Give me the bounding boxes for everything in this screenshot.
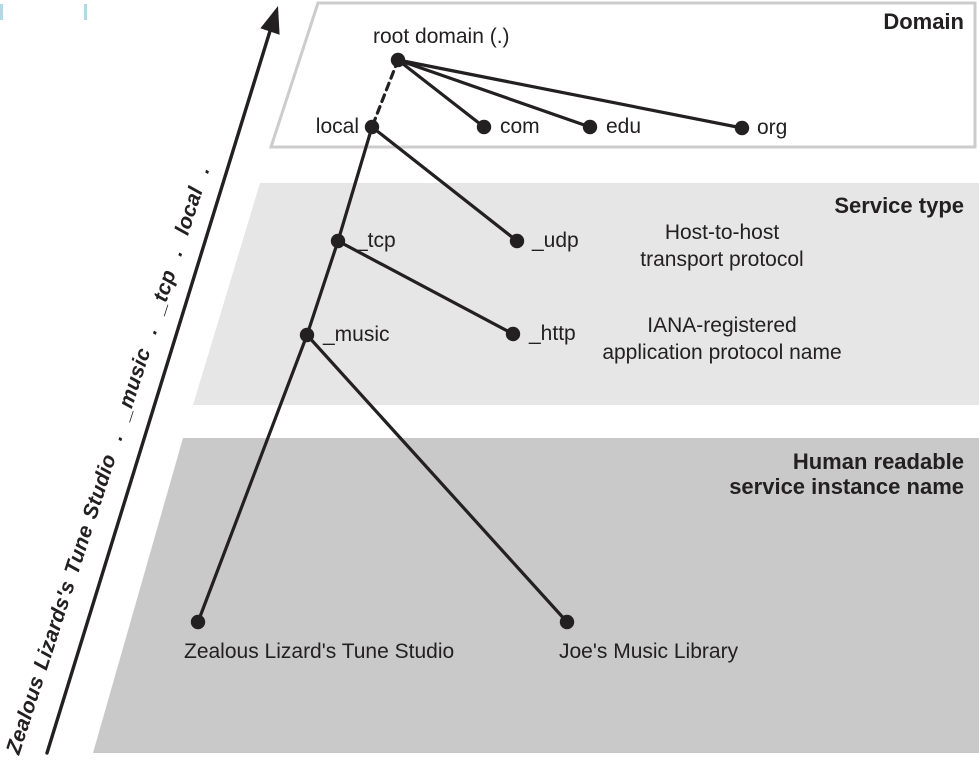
band-title-instance-line1: Human readable bbox=[792, 449, 964, 474]
edge-root-com bbox=[396, 58, 486, 129]
node-label-tcp: _tcp bbox=[356, 229, 396, 252]
node-dot-edu bbox=[582, 119, 598, 135]
axis-arrowhead-icon bbox=[260, 6, 280, 35]
service-type-band bbox=[193, 183, 979, 405]
node-label-local: local bbox=[315, 115, 359, 138]
annotation-iana-protocol: IANA-registered application protocol nam… bbox=[572, 312, 872, 366]
tree-edges bbox=[196, 58, 744, 624]
annotation-transport-protocol: Host-to-host transport protocol bbox=[572, 219, 872, 273]
edge-root-edu bbox=[396, 58, 592, 129]
node-label-com: com bbox=[500, 115, 540, 138]
edge-local-tcp bbox=[336, 125, 374, 243]
node-dot-zealous bbox=[190, 614, 206, 630]
annotation-transport-line1: Host-to-host bbox=[664, 221, 780, 244]
annotation-iana-line2: application protocol name bbox=[602, 341, 842, 364]
node-dot-tcp bbox=[330, 233, 346, 249]
node-label-http: _http bbox=[529, 322, 576, 345]
band-title-domain: Domain bbox=[883, 9, 964, 34]
tick-mark-left bbox=[0, 4, 3, 20]
scan-tick-marks bbox=[0, 4, 87, 20]
node-label-udp: _udp bbox=[532, 229, 579, 252]
node-label-music: _music bbox=[323, 323, 390, 346]
instance-name-band bbox=[93, 438, 979, 753]
axis-arrow bbox=[45, 6, 280, 755]
edge-music-zealous bbox=[196, 333, 309, 624]
edge-root-org bbox=[396, 58, 744, 130]
annotation-iana-line1: IANA-registered bbox=[647, 314, 797, 337]
edge-music-joes bbox=[305, 333, 569, 624]
band-title-instance-line2: service instance name bbox=[729, 474, 964, 499]
axis-arrow-shaft bbox=[45, 29, 272, 755]
band-title-instance: Human readable service instance name bbox=[729, 449, 964, 499]
node-dot-com bbox=[476, 119, 492, 135]
edge-root-local bbox=[370, 58, 400, 129]
node-label-zealous: Zealous Lizard's Tune Studio bbox=[184, 640, 455, 663]
band-title-service-type: Service type bbox=[834, 193, 964, 218]
node-label-org: org bbox=[757, 116, 788, 139]
node-dot-org bbox=[734, 120, 750, 136]
node-label-edu: edu bbox=[606, 115, 642, 138]
node-dot-udp bbox=[509, 233, 525, 249]
node-dot-root bbox=[390, 52, 406, 68]
node-dot-http bbox=[505, 326, 521, 342]
node-label-joes: Joe's Music Library bbox=[559, 640, 739, 663]
node-label-root: root domain (.) bbox=[373, 25, 510, 48]
tick-mark-right bbox=[84, 4, 87, 20]
node-dot-local bbox=[364, 119, 380, 135]
edge-tcp-music bbox=[305, 239, 340, 337]
edge-tcp-http bbox=[336, 239, 515, 336]
tree-node-dots bbox=[190, 52, 750, 630]
edge-local-udp bbox=[370, 125, 519, 243]
node-dot-music bbox=[299, 327, 315, 343]
domain-band bbox=[268, 1, 977, 149]
annotation-transport-line2: transport protocol bbox=[640, 248, 804, 271]
node-dot-joes bbox=[559, 614, 575, 630]
